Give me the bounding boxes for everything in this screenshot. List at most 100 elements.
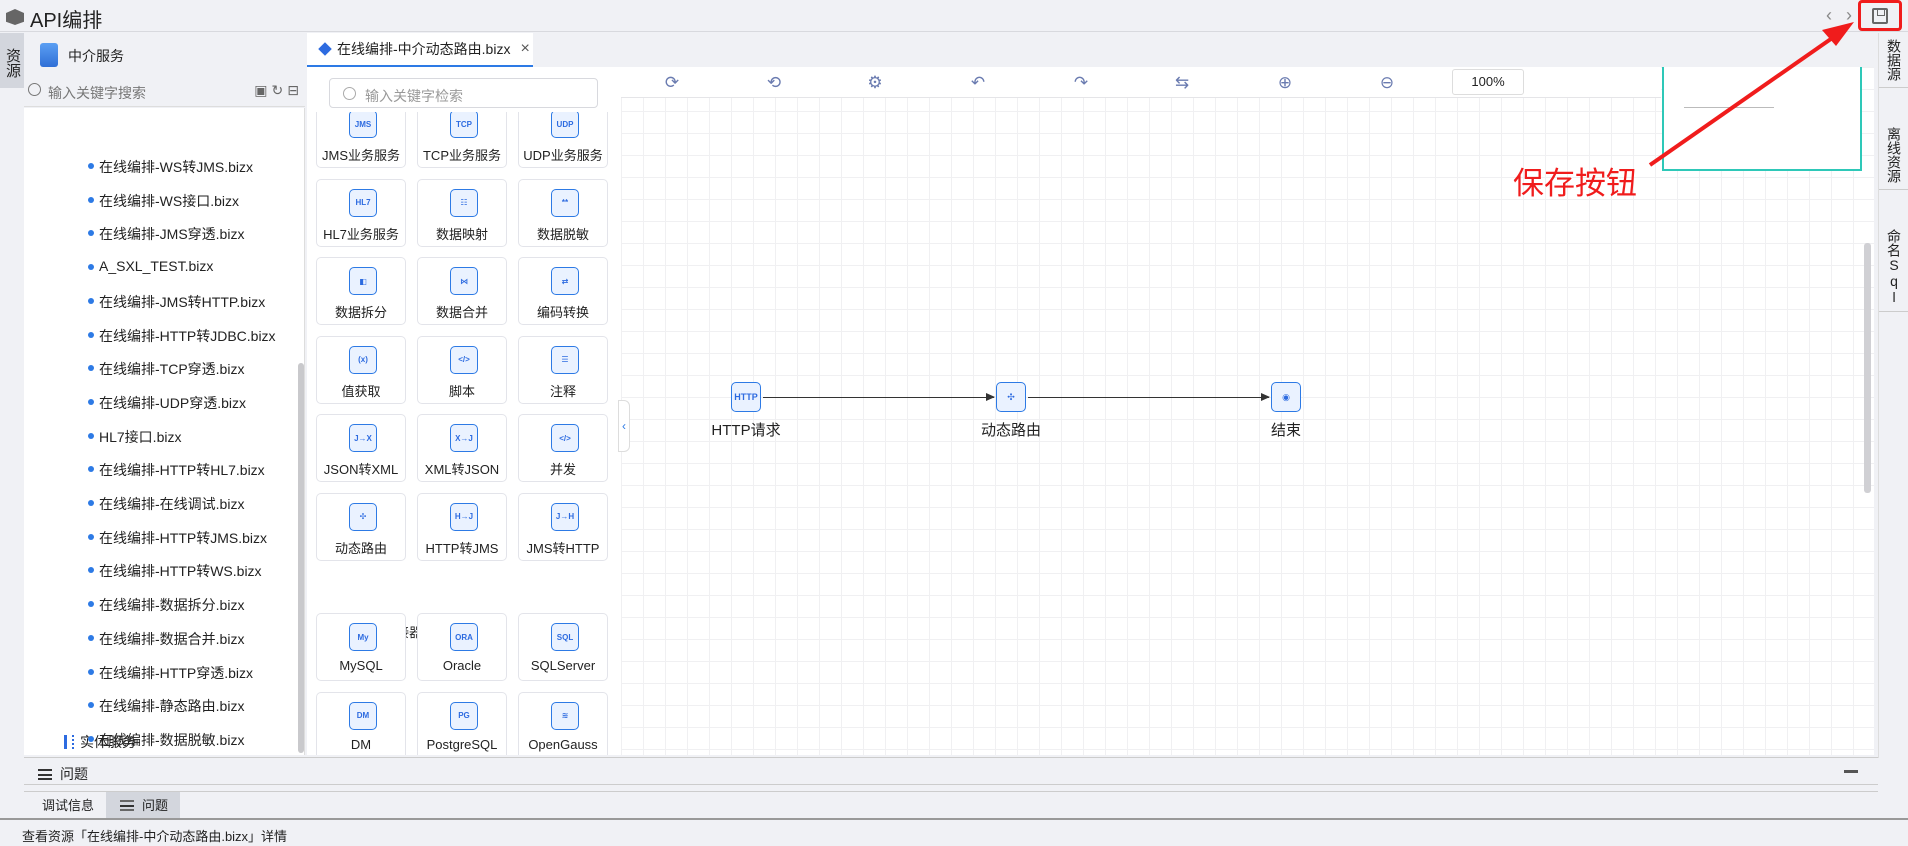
tree-scrollbar[interactable] [298, 363, 304, 753]
tree-item[interactable]: 在线编排-数据脱敏.bizx [87, 731, 245, 748]
tree-item[interactable]: 在线编排-数据拆分.bizx [87, 597, 245, 614]
flow-node-label: HTTP请求 [711, 422, 781, 439]
toolbar-icon-2[interactable]: ⚙ [867, 73, 883, 92]
flow-edge[interactable] [763, 393, 995, 401]
toolbar-icon-5[interactable]: ⇆ [1174, 73, 1190, 92]
palette-card[interactable]: (x)值获取 [316, 335, 406, 404]
palette-card[interactable]: **数据脱敏 [518, 178, 608, 247]
annotation-label: 保存按钮 [1513, 166, 1637, 201]
toolbar-icon-6[interactable]: ⊕ [1277, 73, 1293, 92]
tab-dynamic-route[interactable]: 在线编排-中介动态路由.bizx × [307, 33, 533, 67]
toolbar-icon-7[interactable]: ⊖ [1379, 73, 1395, 92]
palette-cards: 数据连接器 JMSJMS业务服务TCPTCP业务服务UDPUDP业务服务HL7H… [307, 112, 621, 755]
card-label: XML转JSON [424, 462, 500, 477]
toolbar-icon-0[interactable]: ⟳ [664, 73, 680, 92]
tree-item-entity-service[interactable]: 实体服务 [64, 732, 136, 752]
tree-item[interactable]: 在线编排-数据合并.bizx [87, 630, 245, 647]
right-tab-0[interactable]: 数据源 [1879, 33, 1908, 88]
issues-panel-header: 问题 [24, 757, 1878, 785]
tree-item[interactable]: 在线编排-HTTP转JMS.bizx [88, 529, 267, 546]
tree-item[interactable]: 在线编排-JMS转HTTP.bizx [87, 293, 266, 310]
forward-icon[interactable]: › [1846, 5, 1852, 25]
palette-card[interactable]: </>并发 [518, 414, 608, 482]
flow-node[interactable]: ◉ [1271, 382, 1301, 412]
component-icon: PG [450, 701, 478, 730]
canvas-scrollbar[interactable] [1864, 243, 1871, 493]
collapse-palette-button[interactable]: ‹ [618, 400, 630, 452]
tree-item[interactable]: 在线编排-WS接口.bizx [88, 192, 239, 209]
palette-card[interactable]: ⋈数据合并 [417, 257, 507, 325]
card-label: 脚本 [448, 383, 475, 399]
palette-card[interactable]: ☷数据映射 [417, 178, 507, 247]
palette-search-input[interactable]: 输入关键字检索 [329, 78, 598, 108]
flow-node[interactable]: HTTP [731, 382, 761, 412]
tree-item[interactable]: 在线编排-HTTP转HL7.bizx [88, 462, 265, 479]
search-icon [28, 83, 41, 96]
back-icon[interactable]: ‹ [1826, 5, 1832, 25]
right-tab-2[interactable]: 命名Sql [1879, 223, 1908, 312]
tree-item[interactable]: HL7接口.bizx [87, 428, 182, 445]
palette-card[interactable]: </>脚本 [417, 335, 507, 404]
tree-item[interactable]: 在线编排-UDP穿透.bizx [87, 394, 247, 411]
component-icon: ◧ [349, 267, 377, 295]
tree-search-input[interactable]: 输入关键字搜索 ▣↻⊟ [24, 77, 305, 107]
tree-item[interactable]: 在线编排-HTTP转WS.bizx [88, 563, 262, 580]
toolbar-icon-1[interactable]: ⟲ [766, 73, 782, 92]
app-logo-icon [6, 9, 24, 25]
minimap[interactable] [1662, 67, 1862, 171]
palette-card[interactable]: ≋OpenGauss [518, 691, 608, 755]
card-label: DM [350, 736, 372, 752]
flow-edge[interactable] [1028, 393, 1270, 401]
right-tab-1[interactable]: 离线资源 [1879, 121, 1908, 190]
tree-item[interactable]: 在线编排-HTTP穿透.bizx [88, 664, 253, 681]
service-icon [40, 43, 58, 67]
component-icon: ⇄ [551, 267, 579, 295]
toolbar-icon-4[interactable]: ↷ [1073, 73, 1089, 92]
tab-resources[interactable]: 资源 [0, 33, 24, 88]
minimize-icon[interactable] [1844, 770, 1858, 773]
tree-item[interactable]: 在线编排-JMS穿透.bizx [87, 226, 245, 243]
tree-item[interactable]: 在线编排-静态路由.bizx [87, 698, 245, 715]
flow-canvas[interactable] [621, 67, 1874, 755]
component-icon: ✣ [349, 502, 377, 531]
tree-item[interactable]: A_SXL_TEST.bizx [87, 258, 214, 275]
tab-issues-label: 问题 [142, 798, 169, 813]
palette-card[interactable]: ☰注释 [518, 335, 608, 404]
tree-item[interactable]: 在线编排-WS转JMS.bizx [88, 159, 253, 175]
card-label: 数据拆分 [334, 305, 387, 320]
save-button[interactable] [1858, 0, 1902, 31]
toolbar-icon-3[interactable]: ↶ [970, 73, 986, 92]
tab-issues[interactable]: 问题 [106, 792, 180, 819]
tab-debug-info[interactable]: 调试信息 [42, 798, 95, 813]
tree-item[interactable]: 在线编排-TCP穿透.bizx [87, 361, 245, 378]
palette-card[interactable]: ⇄ 编码转换 [518, 257, 608, 325]
zoom-level[interactable]: 100% [1452, 69, 1524, 95]
palette-card[interactable]: ✣动态路由 [316, 492, 406, 561]
card-label: 编码转换 [536, 305, 589, 320]
component-palette: 输入关键字检索 数据连接器 JMSJMS业务服务TCPTCP业务服务UDPUDP… [307, 67, 621, 755]
tree-tools-icons[interactable]: ▣↻⊟ [254, 82, 303, 98]
entity-label: 实体服务 [80, 734, 136, 750]
card-label: 数据脱敏 [536, 226, 589, 242]
issues-title: 问题 [60, 766, 88, 782]
cube-icon [318, 42, 332, 56]
tree-item[interactable]: 在线编排-HTTP转JDBC.bizx [88, 327, 276, 344]
close-icon[interactable]: × [520, 40, 530, 57]
palette-card[interactable]: ◧ 数据拆分 [316, 257, 406, 325]
left-side-strip: 资源 [0, 33, 24, 758]
tree-item[interactable]: 在线编排-在线调试.bizx [87, 496, 245, 512]
flow-node[interactable]: ✣ [996, 382, 1026, 412]
